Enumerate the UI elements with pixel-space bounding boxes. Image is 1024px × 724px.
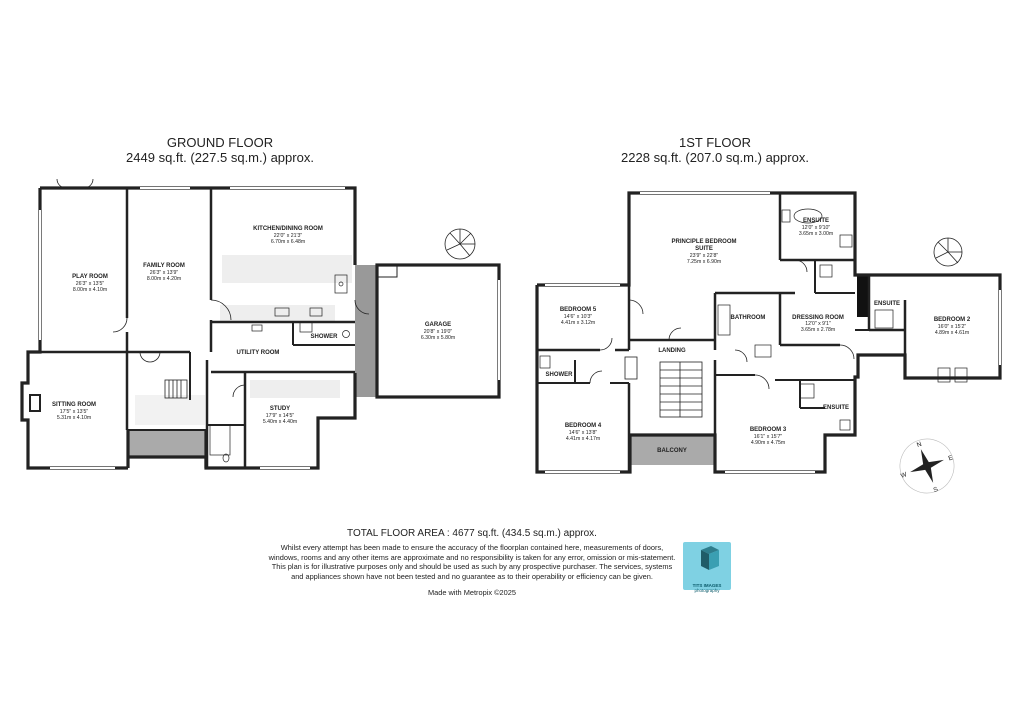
- study-imperial: 17'9" x 14'5": [266, 413, 295, 419]
- first-floor-plan: [535, 191, 1002, 474]
- kitchen-name: KITCHEN/DINING ROOM: [253, 226, 323, 232]
- logo-cube-icon: [701, 546, 719, 570]
- family-room-imperial: 26'3" x 13'9": [150, 270, 179, 276]
- ground-floor-area: 2449 sq.ft. (227.5 sq.m.) approx.: [126, 150, 314, 165]
- bedroom3-metric: 4.90m x 4.75m: [751, 440, 785, 446]
- first-floor-labels: PRINCIPLE BEDROOM SUITE 23'9" x 22'8" 7.…: [546, 218, 971, 454]
- ensuite3-name: ENSUITE: [823, 405, 849, 411]
- first-floor-title: 1ST FLOOR: [678, 135, 751, 150]
- bedroom2-name: BEDROOM 2: [934, 317, 971, 323]
- kitchen-imperial: 22'0" x 21'3": [274, 233, 303, 239]
- principle-imperial: 23'9" x 22'8": [690, 253, 719, 259]
- study-name: STUDY: [270, 406, 290, 412]
- utility-room-name: UTILITY ROOM: [237, 350, 280, 356]
- balcony-name: BALCONY: [657, 448, 687, 454]
- study-metric: 5.40m x 4.40m: [263, 419, 297, 425]
- family-room-metric: 8.00m x 4.20m: [147, 276, 181, 282]
- first-floor-heading: 1ST FLOOR 2228 sq.ft. (207.0 sq.m.) appr…: [610, 135, 820, 165]
- play-room-metric: 8.00m x 4.10m: [73, 287, 107, 293]
- compass-w: W: [900, 471, 909, 480]
- sitting-room-metric: 5.31m x 4.10m: [57, 415, 91, 421]
- ensuite1-name: ENSUITE: [803, 218, 829, 224]
- bedroom4-name: BEDROOM 4: [565, 423, 602, 429]
- bedroom2-metric: 4.89m x 4.61m: [935, 330, 969, 336]
- compass-e: E: [948, 454, 955, 462]
- bedroom3-imperial: 16'1" x 15'7": [754, 434, 783, 440]
- bedroom5-imperial: 14'6" x 10'3": [564, 314, 593, 320]
- logo-mark: TITS IMAGES photography: [683, 542, 731, 593]
- play-room-imperial: 26'3" x 13'5": [76, 281, 105, 287]
- principle-name-1: PRINCIPLE BEDROOM: [671, 239, 736, 245]
- logo-text: TITS IMAGES: [692, 583, 722, 588]
- principle-metric: 7.25m x 6.90m: [687, 259, 721, 265]
- play-room-name: PLAY ROOM: [72, 274, 108, 280]
- bedroom2-imperial: 16'0" x 15'2": [938, 324, 967, 330]
- family-room-name: FAMILY ROOM: [143, 263, 185, 269]
- first-floor-area: 2228 sq.ft. (207.0 sq.m.) approx.: [621, 150, 809, 165]
- floorplan-drawing: PLAY ROOM 26'3" x 13'5" 8.00m x 4.10m FA…: [20, 178, 1002, 494]
- ground-floor-title: GROUND FLOOR: [166, 135, 274, 150]
- compass-s: S: [932, 486, 939, 494]
- made-with: Made with Metropix ©2025: [427, 588, 517, 597]
- principle-name-2: SUITE: [695, 246, 713, 252]
- compass-icon: N S E W: [899, 438, 955, 494]
- gf-shower-name: SHOWER: [311, 334, 339, 340]
- dressing-imperial: 12'0" x 9'1": [805, 321, 831, 327]
- disclaimer: Whilst every attempt has been made to en…: [268, 543, 676, 581]
- ensuite1-metric: 3.65m x 3.00m: [799, 231, 833, 237]
- garage-imperial: 20'8" x 19'0": [424, 329, 453, 335]
- total-floor-area: TOTAL FLOOR AREA : 4677 sq.ft. (434.5 sq…: [347, 528, 597, 539]
- ensuite1-imperial: 12'0" x 9'10": [802, 225, 831, 231]
- dressing-name: DRESSING ROOM: [792, 315, 844, 321]
- company-logo: TITS IMAGES photography: [683, 542, 731, 593]
- kitchen-metric: 6.70m x 6.48m: [271, 239, 305, 245]
- ground-floor-plan: [20, 178, 501, 470]
- garage-metric: 6.30m x 5.80m: [421, 335, 455, 341]
- bedroom4-metric: 4.41m x 4.17m: [566, 436, 600, 442]
- landing-name: LANDING: [658, 348, 686, 354]
- ground-floor-labels: PLAY ROOM 26'3" x 13'5" 8.00m x 4.10m FA…: [52, 226, 455, 425]
- sitting-room-name: SITTING ROOM: [52, 402, 96, 408]
- sitting-room-imperial: 17'5" x 13'5": [60, 409, 89, 415]
- dressing-metric: 3.65m x 2.78m: [801, 327, 835, 333]
- ground-floor-heading: GROUND FLOOR 2449 sq.ft. (227.5 sq.m.) a…: [120, 135, 320, 165]
- bedroom5-metric: 4.41m x 3.12m: [561, 320, 595, 326]
- bathroom-name: BATHROOM: [731, 315, 766, 321]
- ff-shower-name: SHOWER: [546, 372, 574, 378]
- bedroom4-imperial: 14'6" x 13'8": [569, 430, 598, 436]
- garage-name: GARAGE: [425, 322, 451, 328]
- ensuite2-name: ENSUITE: [874, 301, 900, 307]
- compass-n: N: [916, 441, 923, 449]
- bedroom5-name: BEDROOM 5: [560, 307, 597, 313]
- bedroom3-name: BEDROOM 3: [750, 427, 787, 433]
- logo-subtext: photography: [694, 588, 720, 593]
